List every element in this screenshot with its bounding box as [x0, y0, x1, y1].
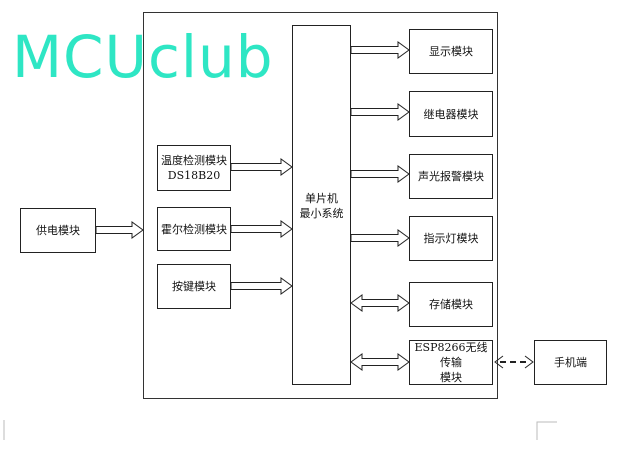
display-arrow — [350, 41, 410, 59]
storage-module: 存储模块 — [409, 282, 493, 327]
alarm-arrow — [350, 165, 410, 183]
relay-module: 继电器模块 — [409, 91, 493, 137]
hall-module: 霍尔检测模块 — [157, 207, 231, 251]
mcu-label-1: 单片机 — [305, 192, 338, 205]
temp-sensor-label: DS18B20 — [167, 169, 221, 182]
key-module: 按键模块 — [157, 264, 231, 309]
display-label: 显示模块 — [429, 45, 473, 58]
alarm-module: 声光报警模块 — [409, 154, 493, 199]
power-arrow — [95, 221, 144, 239]
relay-label: 继电器模块 — [423, 107, 479, 121]
alarm-label: 声光报警模块 — [418, 170, 484, 183]
watermark-logo: MCUclub — [12, 23, 274, 91]
power-module: 供电模块 — [20, 208, 96, 253]
hall-label: 霍尔检测模块 — [161, 222, 227, 236]
storage-arrow — [350, 294, 410, 312]
key-arrow — [230, 277, 293, 295]
indicator-label: 指示灯模块 — [423, 232, 479, 245]
temp-label: 温度检测模块 — [161, 154, 227, 167]
crop-mark-right — [536, 421, 557, 440]
key-label: 按键模块 — [172, 280, 216, 293]
phone-terminal: 手机端 — [534, 340, 607, 385]
indicator-arrow — [350, 229, 410, 247]
mcu-block: 单片机最小系统 — [292, 25, 351, 385]
system-boundary — [143, 12, 498, 399]
temp-arrow — [230, 158, 293, 176]
esp8266-module: ESP8266无线传输模块 — [409, 340, 493, 385]
storage-label: 存储模块 — [429, 298, 473, 311]
mcu-label-2: 最小系统 — [299, 207, 344, 220]
esp-label-1: ESP8266无线传输 — [414, 341, 488, 369]
relay-arrow — [350, 103, 410, 121]
display-module: 显示模块 — [409, 29, 493, 74]
wireless-arrowhead-right — [524, 355, 534, 369]
power-label: 供电模块 — [36, 224, 80, 237]
indicator-module: 指示灯模块 — [409, 216, 493, 261]
phone-label: 手机端 — [554, 356, 587, 369]
wireless-arrowhead-left — [494, 355, 504, 369]
esp-arrow — [350, 353, 410, 371]
hall-arrow — [230, 220, 293, 238]
esp-label-2: 模块 — [440, 371, 462, 384]
temp-module: 温度检测模块 DS18B20 — [157, 145, 231, 191]
